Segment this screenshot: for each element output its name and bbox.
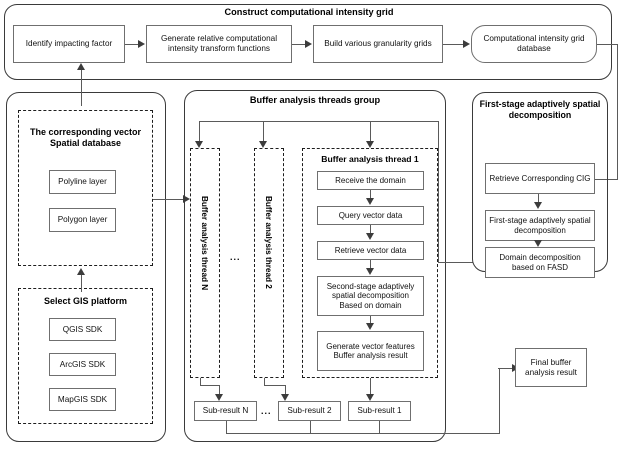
link-query-to-retrieve — [370, 225, 372, 234]
label-buffer-analysis-thread-2: Buffer analysis thread 2 — [264, 196, 273, 289]
link-thread2-jog — [264, 385, 286, 387]
link-generate-to-build — [292, 43, 306, 45]
link-subresults-bus — [226, 433, 500, 435]
arrowhead-secondstage-to-generate — [366, 323, 375, 330]
node-first-stage-spatial-decomposition[interactable]: First-stage adaptively spatial decomposi… — [485, 210, 595, 241]
group-select-gis-platform-title: Select GIS platform — [43, 296, 128, 306]
group-vector-spatial-database-title: The corresponding vector Spatial databas… — [29, 127, 142, 148]
arrowhead-firststage-to-domaindecomp — [534, 240, 543, 247]
node-sub-result-2[interactable]: Sub-result 2 — [278, 401, 341, 421]
arrowhead-retrieve-to-secondstage — [366, 268, 375, 275]
link-vectordb-to-identify — [81, 70, 83, 106]
group-data-preparation — [6, 92, 166, 442]
arrowhead-identify-to-generate — [138, 39, 145, 48]
node-cig-database[interactable]: Computational intensity grid database — [471, 25, 597, 63]
link-build-to-cigdb — [443, 43, 463, 45]
arrowhead-threadN-to-subN — [215, 394, 224, 401]
link-retrieve-to-secondstage — [370, 260, 372, 269]
link-bus-drop-thread2 — [263, 121, 265, 143]
arrowhead-receive-to-query — [366, 198, 375, 205]
link-secondstage-to-generate — [370, 316, 372, 324]
node-sub-result-1[interactable]: Sub-result 1 — [348, 401, 411, 421]
node-retrieve-corresponding-cig[interactable]: Retrieve Corresponding CIG — [485, 163, 595, 194]
group-construct-cig — [4, 4, 612, 80]
node-domain-decomposition-fasd[interactable]: Domain decomposition based on FASD — [485, 247, 595, 278]
arrowhead-build-to-cigdb — [463, 39, 470, 48]
link-cigdb-to-retrieve — [592, 178, 617, 180]
link-distribution-bus — [199, 121, 439, 123]
group-select-gis-platform — [18, 288, 153, 424]
link-cigdb-out-right — [597, 43, 618, 45]
link-thread1-to-sub1 — [370, 378, 372, 396]
node-query-vector-data[interactable]: Query vector data — [317, 206, 424, 225]
group-buffer-analysis-thread-1-title: Buffer analysis thread 1 — [321, 154, 419, 164]
node-identify-impacting-factor[interactable]: Identify impacting factor — [13, 25, 125, 63]
node-arcgis-sdk[interactable]: ArcGIS SDK — [49, 353, 116, 376]
node-polyline-layer[interactable]: Polyline layer — [49, 170, 116, 194]
arrowhead-vectordb-to-identify — [77, 63, 85, 70]
link-to-final-result — [498, 367, 514, 369]
arrowhead-vectordb-to-threads — [183, 194, 190, 203]
group-construct-cig-title: Construct computational intensity grid — [224, 7, 394, 17]
link-bus-drop-thread1 — [370, 121, 372, 143]
group-buffer-analysis-thread-n — [190, 148, 220, 378]
link-fasd-bus-riser — [438, 121, 440, 263]
group-buffer-analysis-thread-1 — [302, 148, 438, 378]
link-identify-to-generate — [125, 43, 139, 45]
arrowhead-bus-to-thread1 — [366, 141, 375, 148]
node-build-granularity-grids[interactable]: Build various granularity grids — [313, 25, 443, 63]
group-first-stage-decomposition-title: First-stage adaptively spatial decomposi… — [479, 99, 601, 120]
group-vector-spatial-database — [18, 110, 153, 266]
arrowhead-query-to-retrieve — [366, 233, 375, 240]
link-cigdb-down — [616, 43, 618, 180]
group-buffer-analysis-thread-2 — [254, 148, 284, 378]
node-sub-result-n[interactable]: Sub-result N — [194, 401, 257, 421]
arrowhead-generate-to-build — [305, 39, 312, 48]
link-thread2-drop — [264, 378, 266, 386]
node-generate-ci-transform-functions[interactable]: Generate relative computational intensit… — [146, 25, 292, 63]
threads-ellipsis: ... — [230, 252, 241, 262]
node-qgis-sdk[interactable]: QGIS SDK — [49, 318, 116, 341]
link-thread2-to-sub2 — [285, 385, 287, 396]
link-vectordb-to-threads — [153, 198, 185, 200]
link-sub1-down — [379, 421, 381, 434]
arrowhead-retrievecig-to-firststage — [534, 202, 543, 209]
node-receive-the-domain[interactable]: Receive the domain — [317, 171, 424, 190]
link-threadN-jog — [200, 385, 220, 387]
link-receive-to-query — [370, 190, 372, 199]
node-mapgis-sdk[interactable]: MapGIS SDK — [49, 388, 116, 411]
node-final-buffer-analysis-result[interactable]: Final buffer analysis result — [515, 348, 587, 387]
arrowhead-thread2-to-sub2 — [281, 394, 290, 401]
node-second-stage-spatial-decomposition[interactable]: Second-stage adaptively spatial decompos… — [317, 276, 424, 316]
node-polygon-layer[interactable]: Polygon layer — [49, 208, 116, 232]
link-subN-down — [226, 421, 228, 434]
link-bus-drop-threadN — [199, 121, 201, 143]
link-fasd-to-bus — [438, 262, 473, 264]
link-retrievecig-to-firststage — [538, 194, 540, 203]
node-generate-vector-features-buffer-result[interactable]: Generate vector features Buffer analysis… — [317, 331, 424, 371]
link-gis-to-vectordb — [81, 274, 83, 292]
link-sub2-down — [310, 421, 312, 434]
arrowhead-bus-to-thread2 — [259, 141, 268, 148]
link-threadN-to-subN — [219, 385, 221, 396]
sub-results-ellipsis: ... — [261, 406, 272, 416]
link-subresults-riser — [498, 368, 500, 434]
label-buffer-analysis-thread-n: Buffer analysis thread N — [200, 196, 209, 291]
arrowhead-bus-to-threadN — [195, 141, 204, 148]
group-buffer-analysis-threads — [184, 90, 446, 442]
arrowhead-thread1-to-sub1 — [366, 394, 375, 401]
link-threadN-drop — [200, 378, 202, 386]
arrowhead-gis-to-vectordb — [77, 268, 85, 275]
group-buffer-analysis-threads-title: Buffer analysis threads group — [249, 95, 381, 105]
node-retrieve-vector-data[interactable]: Retrieve vector data — [317, 241, 424, 260]
